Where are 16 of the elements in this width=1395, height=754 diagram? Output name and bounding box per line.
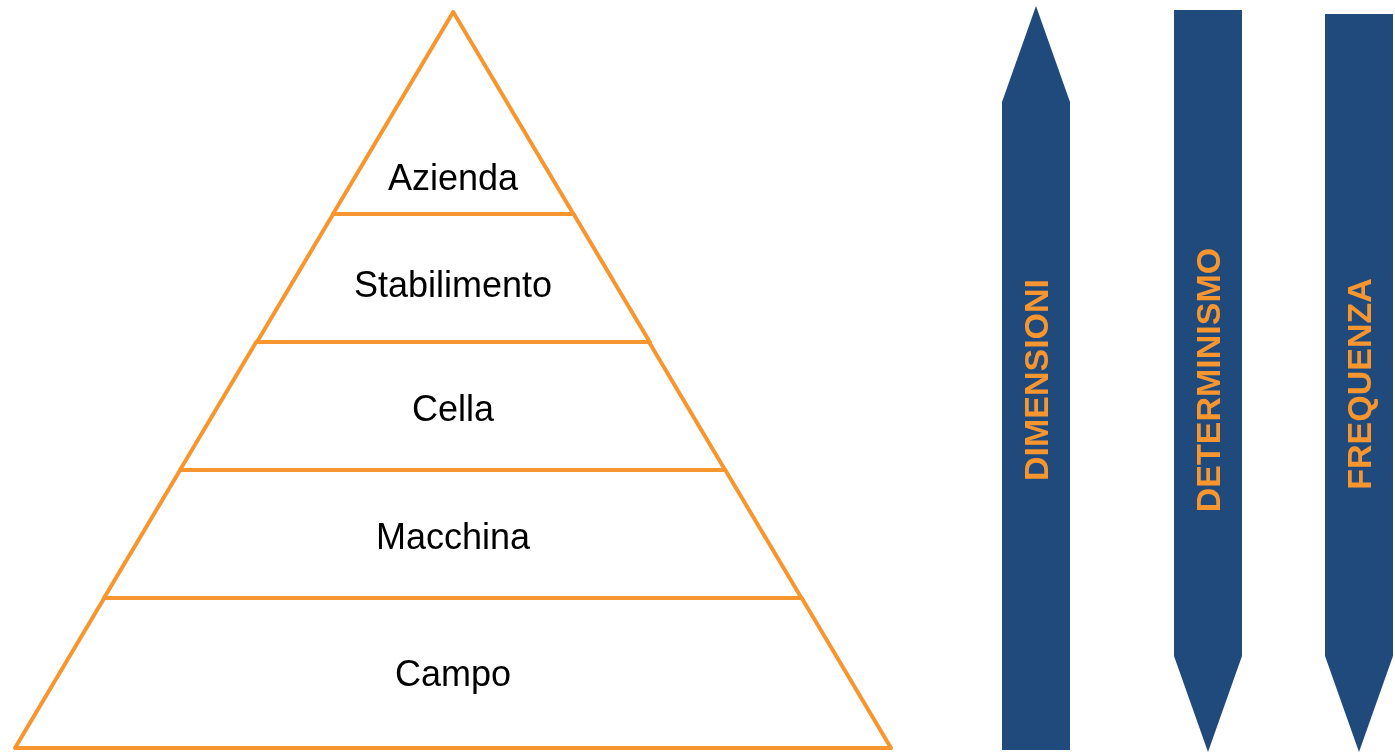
pyramid-level	[256, 214, 650, 342]
level-label: Cella	[411, 391, 494, 427]
pyramid-level	[180, 342, 726, 470]
arrow-label: DETERMINISMO	[1191, 247, 1225, 513]
arrow-label: DIMENSIONI	[1019, 278, 1053, 482]
pyramid-level	[332, 12, 574, 214]
level-label: Stabilimento	[353, 267, 553, 303]
pyramid-level	[104, 470, 802, 598]
level-label: Macchina	[375, 519, 530, 555]
arrow-label: FREQUENZA	[1342, 278, 1376, 490]
level-label: Campo	[394, 656, 512, 692]
up-block-arrow	[1002, 6, 1070, 750]
down-block-arrow	[1174, 10, 1242, 752]
level-label: Azienda	[387, 160, 519, 196]
pyramid-level	[15, 598, 891, 748]
down-block-arrow	[1325, 14, 1393, 752]
